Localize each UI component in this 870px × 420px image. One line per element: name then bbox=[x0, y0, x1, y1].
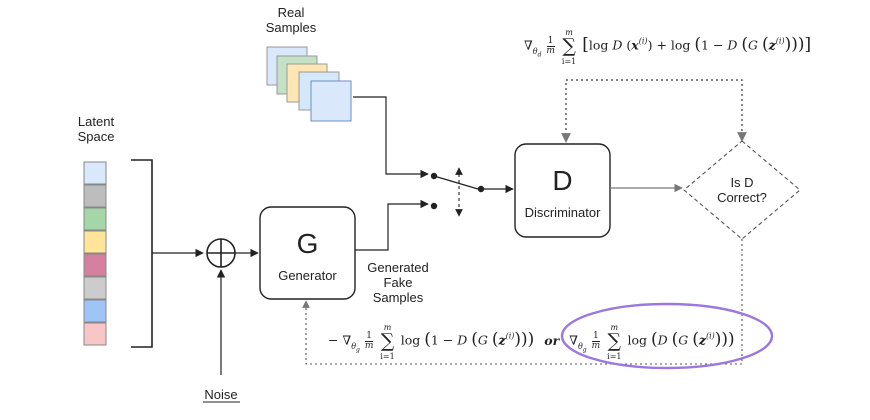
noise-label: Noise bbox=[204, 387, 238, 402]
latent-cell bbox=[83, 322, 107, 346]
adder-icon bbox=[206, 238, 236, 268]
real-samples-label: Real Samples bbox=[265, 5, 317, 35]
switch-common-contact bbox=[477, 185, 485, 193]
discriminator-label: Discriminator bbox=[524, 205, 601, 220]
generator-to-switch-line bbox=[355, 199, 429, 251]
latent-cell bbox=[83, 276, 107, 300]
switch-contact-fake bbox=[430, 202, 438, 210]
latent-cell bbox=[83, 230, 107, 254]
discriminator-box bbox=[514, 143, 611, 238]
real-sample-card bbox=[310, 80, 352, 122]
decision-label: Is D Correct? bbox=[717, 175, 767, 205]
discriminator-feedback-loop bbox=[561, 79, 747, 143]
latent-cell bbox=[83, 253, 107, 277]
generator-letter: G bbox=[296, 228, 319, 259]
real-samples-stack bbox=[266, 46, 352, 122]
generator-label: Generator bbox=[278, 268, 337, 283]
latent-cell bbox=[83, 207, 107, 231]
latent-cell bbox=[83, 299, 107, 323]
highlight-ellipse bbox=[560, 302, 774, 370]
latent-cell bbox=[83, 161, 107, 185]
latent-space-vector bbox=[83, 161, 107, 346]
decision-diamond bbox=[683, 140, 801, 240]
discriminator-letter: D bbox=[552, 165, 573, 196]
switch-arm bbox=[433, 175, 479, 190]
latent-cell bbox=[83, 184, 107, 208]
generated-fake-samples-label: Generated Fake Samples bbox=[367, 260, 429, 305]
real-samples-to-switch-line bbox=[353, 96, 429, 179]
latent-space-label: Latent Space bbox=[77, 114, 115, 144]
generator-box bbox=[259, 206, 356, 300]
latent-bracket bbox=[131, 159, 153, 348]
or-label: or bbox=[544, 332, 560, 348]
